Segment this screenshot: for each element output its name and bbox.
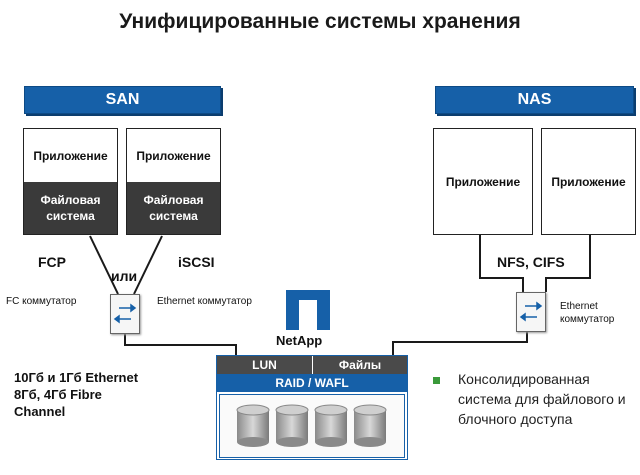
consolidated-note: Консолидированная система для файлового …	[458, 371, 626, 427]
nas-switch	[516, 292, 546, 332]
nas-header: NAS	[435, 86, 634, 114]
line-switch-to-files	[392, 332, 528, 355]
speeds-line-2: 8Гб, 4Гб Fibre	[14, 387, 102, 402]
lun-label: LUN	[217, 356, 312, 374]
san-fs1-label: Файловая система	[24, 182, 117, 234]
disk-drives-icon	[236, 404, 387, 447]
speeds-line-3: Channel	[14, 404, 66, 419]
files-label: Файлы	[312, 356, 407, 374]
fc-switch-label: FC коммутатор	[6, 296, 77, 307]
san-server-1: Приложение Файловая система	[23, 128, 118, 235]
nas-app2-label: Приложение	[551, 174, 626, 189]
switch-arrows-icon	[519, 301, 543, 322]
switch-arrows-icon	[113, 303, 137, 324]
raid-wafl-label: RAID / WAFL	[217, 374, 407, 392]
san-app1-label: Приложение	[33, 149, 108, 163]
nas-eth-switch-label: Ethernet коммутатор	[560, 301, 615, 325]
iscsi-label: iSCSI	[178, 254, 215, 270]
san-eth-switch-label: Ethernet коммутатор	[157, 296, 252, 307]
san-header: SAN	[24, 86, 221, 114]
disk-shelf	[219, 394, 405, 458]
storage-system: LUN Файлы RAID / WAFL	[216, 355, 408, 460]
line-switch-to-lun	[124, 334, 237, 355]
nas-server-1: Приложение	[433, 128, 533, 235]
bullet-icon	[433, 377, 440, 384]
nfs-cifs-label: NFS, CIFS	[497, 254, 565, 270]
speeds-text: 10Гб и 1Гб Ethernet 8Гб, 4Гб Fibre Chann…	[14, 369, 138, 420]
san-app2-label: Приложение	[136, 149, 211, 163]
line-nas-app2-to-switch	[545, 234, 591, 292]
netapp-brand: NetApp	[276, 333, 323, 348]
nas-app1-label: Приложение	[445, 174, 521, 189]
san-server-2: Приложение Файловая система	[126, 128, 221, 235]
or-label: или	[111, 268, 138, 284]
san-fs2-label: Файловая система	[127, 182, 220, 234]
san-switch	[110, 294, 140, 334]
line-app1-to-switch	[89, 235, 119, 295]
fcp-label: FCP	[38, 254, 66, 270]
line-app2-to-switch	[133, 235, 163, 295]
speeds-line-1: 10Гб и 1Гб Ethernet	[14, 370, 139, 385]
netapp-logo-icon	[286, 290, 330, 330]
line-nas-app1-to-switch	[479, 234, 524, 292]
page-title: Унифицированные системы хранения	[119, 10, 521, 33]
nas-server-2: Приложение	[541, 128, 636, 235]
